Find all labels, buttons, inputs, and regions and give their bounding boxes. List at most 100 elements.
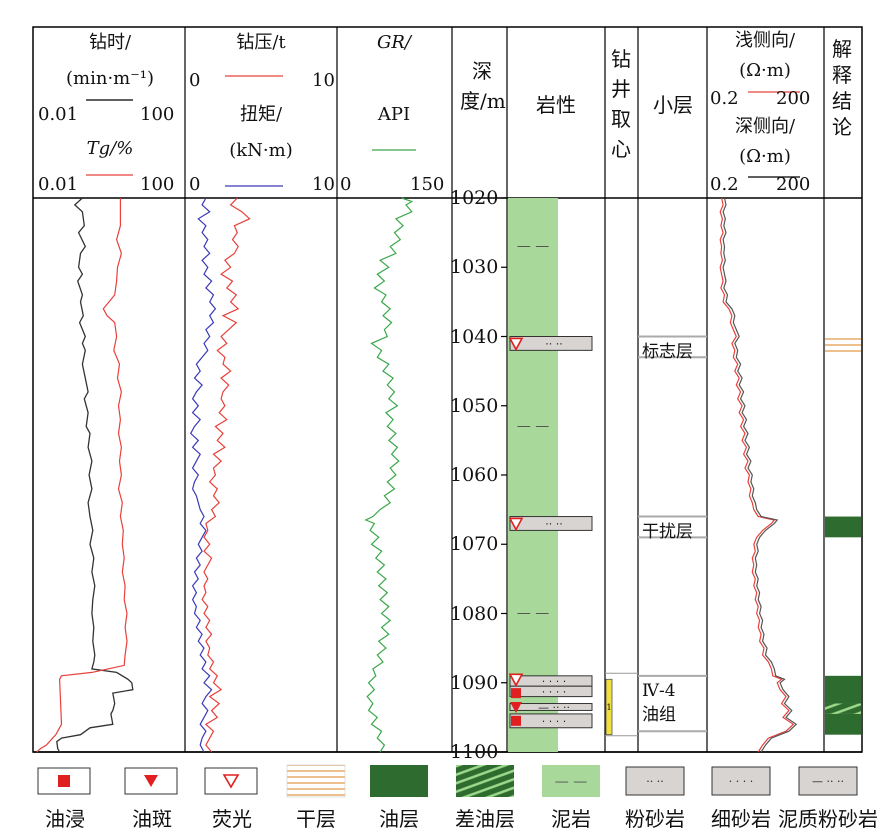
mudstone-dash: — — xyxy=(517,419,549,435)
lithology-glyph: ·· ·· xyxy=(545,517,562,530)
lithology-bed-muddy-siltstone xyxy=(509,703,593,711)
torque-title: 扭矩/ xyxy=(239,104,283,125)
mudstone-dash: — — xyxy=(517,238,549,254)
interpretation-oil-layer xyxy=(825,516,861,538)
core-label: 1 xyxy=(606,703,611,712)
legend-oil-immersion-label: 油浸 xyxy=(45,807,85,831)
drill-time-min: 0.01 xyxy=(38,104,79,125)
depth-tick-label: 1100 xyxy=(450,741,499,763)
depth-tick-label: 1030 xyxy=(450,256,499,279)
lithology-bed-fine-sandstone xyxy=(509,713,593,729)
tg-title: Tg/% xyxy=(86,138,134,159)
fluorescence-marker xyxy=(508,517,524,532)
depth-tick-label: 1060 xyxy=(450,464,499,486)
legend-fluorescence-icon xyxy=(204,767,258,795)
legend-poor-oil-layer-label: 差油层 xyxy=(455,807,515,831)
torque-max: 10 xyxy=(312,174,335,195)
gr-curve xyxy=(364,197,414,753)
mudstone-column xyxy=(508,198,558,752)
tg-curve xyxy=(36,198,128,753)
legend-siltstone-label: 粉砂岩 xyxy=(625,807,685,831)
legend-oil-spot-label: 油斑 xyxy=(132,807,172,831)
legend-siltstone-icon: ·· ·· xyxy=(625,766,685,796)
lithology-title: 岩性 xyxy=(536,93,576,117)
wob-min: 0 xyxy=(189,70,201,91)
oil-immersion-marker xyxy=(511,688,521,699)
sublayer-label: Ⅳ-4 油组 xyxy=(642,680,676,725)
fluorescence-marker xyxy=(508,337,524,352)
wob-curve xyxy=(201,197,251,753)
legend-fluorescence-label: 荧光 xyxy=(212,807,252,831)
sublayer-label: 干扰层 xyxy=(642,521,693,542)
depth-tick-label: 1080 xyxy=(450,602,499,625)
legend-mudstone-label: 泥岩 xyxy=(551,807,591,831)
legend-fine-sandstone-icon: · · · · xyxy=(711,766,771,796)
gr-min: 0 xyxy=(340,174,352,195)
sublayer-label: 标志层 xyxy=(642,341,693,362)
legend-fine-sandstone-label: 细砂岩 xyxy=(711,807,771,831)
depth-tick-label: 1070 xyxy=(450,533,499,556)
deep-res-min: 0.2 xyxy=(710,174,739,195)
deep-res-title: 深侧向/ xyxy=(734,116,796,137)
drill-time-unit: (min·m⁻¹) xyxy=(66,68,154,89)
drill-time-max: 100 xyxy=(140,104,175,125)
svg-text:— —: — — xyxy=(555,774,587,790)
legend-oil-immersion-icon xyxy=(37,767,91,795)
legend-dry-layer-label: 干层 xyxy=(296,807,336,831)
interpretation-title: 解释结论 xyxy=(832,37,852,139)
drill-time-title: 钻时/ xyxy=(88,32,132,53)
mudstone-dash: — — xyxy=(517,606,549,622)
shallow-res-curve xyxy=(719,197,795,753)
log-tracks: — —— —— —·· ···· ··· · · ·· · · ·— ·· ··… xyxy=(501,197,861,753)
wob-title: 钻压/t xyxy=(236,32,286,53)
shallow-res-min: 0.2 xyxy=(710,88,739,109)
depth-tick-label: 1090 xyxy=(450,671,499,694)
shallow-res-unit: (Ω·m) xyxy=(739,60,791,81)
drill-time-curve xyxy=(56,197,134,753)
coring-title: 钻井取心 xyxy=(611,47,631,161)
deep-res-max: 200 xyxy=(776,174,811,195)
core-interval xyxy=(605,678,613,736)
tg-min: 0.01 xyxy=(38,174,79,195)
log-frame xyxy=(32,26,863,753)
svg-text:· · · ·: · · · · xyxy=(729,775,753,788)
fluorescence-marker xyxy=(508,673,524,687)
svg-text:— ·· ··: — ·· ·· xyxy=(812,775,844,788)
legend-oil-spot-icon xyxy=(124,767,178,795)
interpretation-dry-layer xyxy=(825,336,861,354)
wob-max: 10 xyxy=(312,70,335,91)
legend-poor-oil-layer-icon xyxy=(456,765,514,797)
legend-muddy-siltstone-icon: — ·· ·· xyxy=(798,766,858,796)
log-curves xyxy=(36,197,798,753)
interpretation-poor-oil-layer xyxy=(825,703,861,714)
lithology-glyph: ·· ·· xyxy=(545,337,562,350)
lithology-glyph: · · · · xyxy=(542,685,566,698)
legend-icons: — — ·· ·· · · · · — ·· ·· xyxy=(37,764,858,798)
torque-curve xyxy=(189,197,217,753)
shallow-res-title: 浅侧向/ xyxy=(734,30,796,51)
depth-tick-label: 1040 xyxy=(450,325,499,348)
lithology-glyph: · · · · xyxy=(542,715,566,728)
sublayer-title: 小层 xyxy=(653,93,693,117)
lithology-glyph: — ·· ·· xyxy=(538,701,570,714)
depth-tick-label: 1020 xyxy=(450,187,499,209)
shallow-res-max: 200 xyxy=(776,88,811,109)
lithology-bed-fine-sandstone xyxy=(509,685,593,698)
depth-tick-label: 1050 xyxy=(450,394,499,417)
legend-oil-layer-icon xyxy=(370,765,428,797)
tg-max: 100 xyxy=(140,174,175,195)
deep-res-unit: (Ω·m) xyxy=(739,146,791,167)
torque-unit: (kN·m) xyxy=(229,140,293,161)
svg-text:·· ··: ·· ·· xyxy=(646,775,663,788)
oil-spot-marker xyxy=(510,701,522,713)
lithology-bed-siltstone xyxy=(509,336,593,351)
interpretation-oil-layer xyxy=(825,713,861,735)
gr-unit: API xyxy=(377,104,411,125)
deep-res-curve xyxy=(722,197,798,753)
lithology-bed-siltstone xyxy=(509,516,593,531)
oil-immersion-marker xyxy=(511,715,521,726)
legend-dry-layer-icon xyxy=(286,764,346,798)
legend-muddy-siltstone-label: 泥质粉砂岩 xyxy=(778,807,878,831)
lithology-glyph: · · · · xyxy=(542,675,566,688)
